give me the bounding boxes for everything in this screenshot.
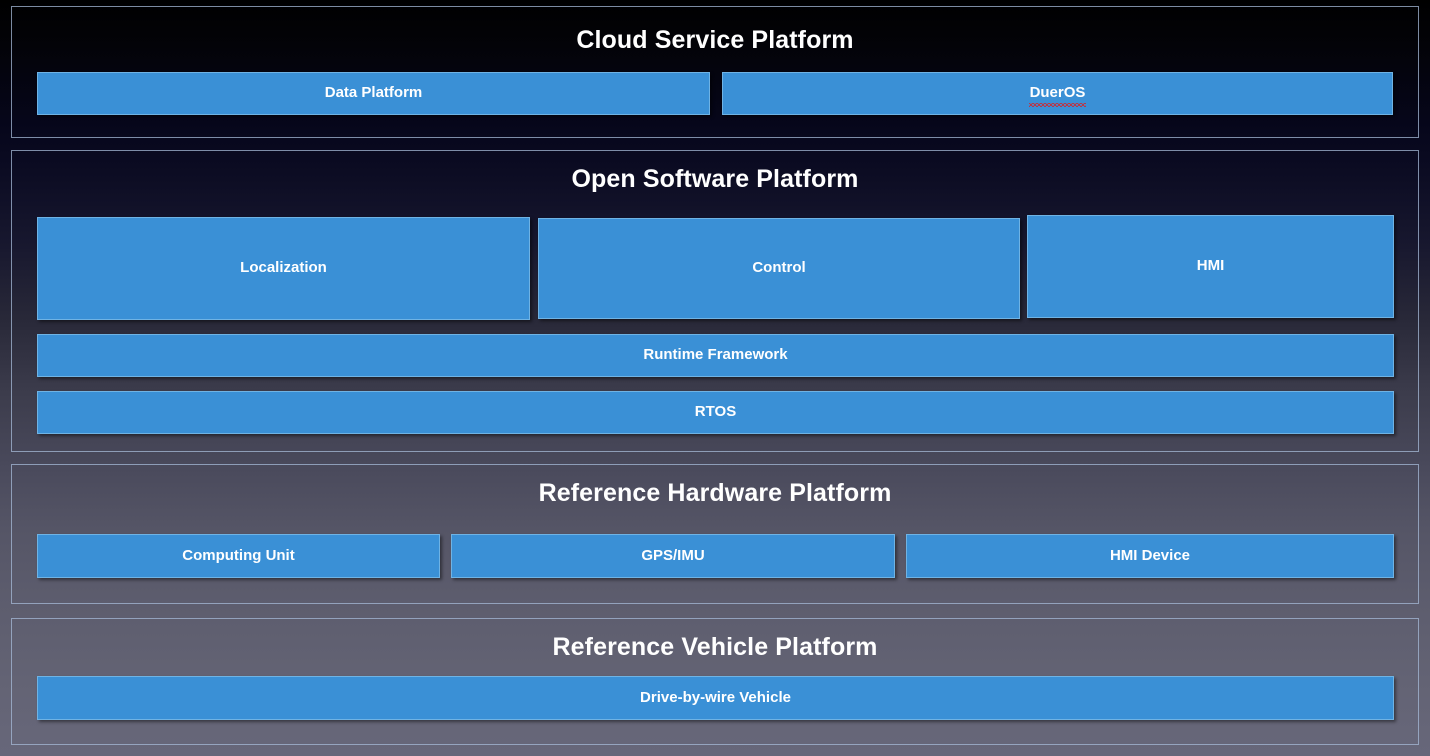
component-label-control: Control — [752, 259, 806, 277]
component-label-drive-by-wire-vehicle: Drive-by-wire Vehicle — [640, 688, 791, 706]
layer-title-reference-vehicle-platform: Reference Vehicle Platform — [552, 633, 878, 661]
component-label-localization: Localization — [240, 259, 327, 277]
component-label-computing-unit: Computing Unit — [182, 546, 295, 564]
component-label-data-platform: Data Platform — [324, 84, 423, 102]
component-box-rtos[interactable]: RTOS — [37, 391, 1394, 434]
layer-panel-open-software-platform: Open Software Platform Localization Cont… — [11, 150, 1419, 452]
component-label-runtime-framework: Runtime Framework — [643, 346, 788, 364]
component-label-dueros: DuerOS — [1028, 84, 1087, 107]
component-label-rtos: RTOS — [694, 403, 737, 421]
component-box-hmi-device[interactable]: HMI Device — [906, 534, 1394, 578]
component-box-localization[interactable]: Localization — [37, 217, 530, 320]
component-box-drive-by-wire-vehicle[interactable]: Drive-by-wire Vehicle — [37, 676, 1394, 720]
component-box-runtime-framework[interactable]: Runtime Framework — [37, 334, 1394, 377]
layer-title-open-software-platform: Open Software Platform — [571, 165, 859, 193]
layer-panel-reference-hardware-platform: Reference Hardware Platform Computing Un… — [11, 464, 1419, 604]
layer-title-reference-hardware-platform: Reference Hardware Platform — [538, 479, 892, 507]
component-box-data-platform[interactable]: Data Platform — [37, 72, 710, 115]
component-label-hmi: HMI — [1196, 257, 1225, 275]
component-box-computing-unit[interactable]: Computing Unit — [37, 534, 440, 578]
component-box-dueros[interactable]: DuerOS — [722, 72, 1393, 115]
component-box-hmi[interactable]: HMI — [1027, 215, 1394, 318]
component-box-gps-imu[interactable]: GPS/IMU — [451, 534, 895, 578]
component-label-hmi-device: HMI Device — [1109, 546, 1191, 564]
component-box-control[interactable]: Control — [538, 218, 1020, 319]
layer-panel-reference-vehicle-platform: Reference Vehicle Platform Drive-by-wire… — [11, 618, 1419, 745]
layer-panel-cloud-service-platform: Cloud Service Platform Data Platform Due… — [11, 6, 1419, 138]
layer-title-cloud-service-platform: Cloud Service Platform — [576, 26, 854, 54]
component-label-gps-imu: GPS/IMU — [641, 546, 705, 564]
